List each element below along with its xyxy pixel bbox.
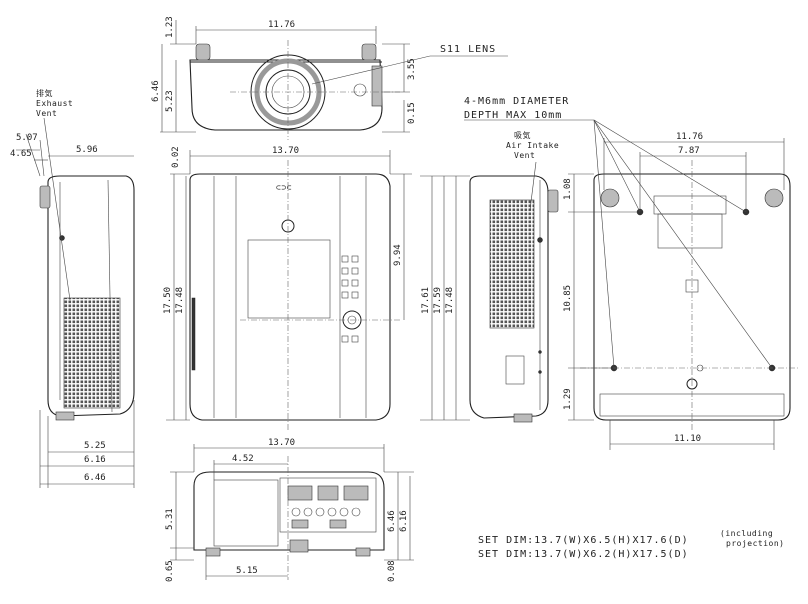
dim-rear-width: 13.70 [268, 438, 295, 448]
dim-bottom-mid: 10.85 [563, 285, 573, 312]
note-setdim-1-b: projection) [726, 539, 784, 548]
dim-left-c: 5.96 [76, 145, 98, 155]
label-holes-line2: DEPTH MAX 10mm [464, 110, 562, 121]
dim-top-lens-r1: 3.55 [407, 58, 417, 80]
note-setdim-1-a: (including [720, 529, 773, 538]
dim-top-h-body: 5.23 [165, 90, 175, 112]
label-exhaust-jp: 排気 [36, 88, 53, 98]
dim-front-width: 13.70 [272, 146, 299, 156]
dim-bottom-low: 1.29 [563, 388, 573, 410]
dim-top-width: 11.76 [268, 20, 295, 30]
label-intake-jp: 吸気 [514, 130, 531, 140]
label-intake-vent: Vent [514, 151, 535, 160]
dim-rear-small: 0.08 [387, 560, 397, 582]
dim-rear-h1: 5.31 [165, 508, 175, 530]
label-lens: S11 LENS [440, 44, 496, 55]
top-view: 11.76 1.23 6.46 5.23 3.55 0.15 S11 LENS [151, 16, 508, 140]
dim-bottom-holes: 7.87 [678, 146, 700, 156]
label-holes-line1: 4-M6mm DIAMETER [464, 96, 569, 107]
label-exhaust-vent: Vent [36, 109, 57, 118]
dim-side-d1: 17.61 [421, 287, 431, 314]
dim-bottom-top: 1.08 [563, 178, 573, 200]
dim-top-h-total: 6.46 [151, 80, 161, 102]
left-side-view: 排気 Exhaust Vent 5.07 4.65 5.96 5.25 6.16… [10, 88, 135, 488]
dim-rear-foot: 0.65 [165, 560, 175, 582]
dim-rear-left: 4.52 [232, 454, 254, 464]
dim-rear-bottom: 5.15 [236, 566, 258, 576]
dim-left-b: 4.65 [10, 149, 32, 159]
dim-front-depth2: 17.48 [175, 287, 185, 314]
dim-front-offset: 0.02 [171, 146, 181, 168]
label-exhaust-en: Exhaust [36, 99, 73, 108]
dim-left-a: 5.07 [16, 133, 38, 143]
dim-rear-h-total: 6.46 [387, 510, 397, 532]
note-setdim-2: SET DIM:13.7(W)X6.2(H)X17.5(D) [478, 549, 689, 560]
dim-top-lens-r2: 0.15 [407, 102, 417, 124]
dim-side-d2: 17.59 [433, 287, 443, 314]
label-intake-en: Air Intake [506, 141, 559, 150]
dim-front-depth1: 17.50 [163, 287, 173, 314]
front-view: ⊂⊃⊂ 13.70 0.02 17.50 17.48 9.94 [163, 146, 412, 430]
dim-left-d: 5.25 [84, 441, 106, 451]
note-setdim-1: SET DIM:13.7(W)X6.5(H)X17.6(D) [478, 535, 689, 546]
dim-top-h-small: 1.23 [165, 16, 175, 38]
right-side-view: 吸気 Air Intake Vent 17.61 17.59 17.48 [420, 130, 559, 423]
rear-view: 13.70 4.52 5.31 0.65 6.46 6.16 0.08 5.15 [165, 438, 414, 582]
dim-side-d3: 17.48 [445, 287, 455, 314]
dim-bottom-width: 11.76 [676, 132, 703, 142]
dim-bottom-base: 11.10 [674, 434, 701, 444]
rear-connectors [287, 485, 369, 529]
set-dimension-notes: SET DIM:13.7(W)X6.5(H)X17.6(D) (includin… [478, 529, 784, 560]
control-buttons [341, 255, 359, 343]
dim-left-f: 6.46 [84, 473, 106, 483]
dim-left-e: 6.16 [84, 455, 106, 465]
dim-front-mid: 9.94 [393, 244, 403, 266]
svg-text:⊂⊃⊂: ⊂⊃⊂ [276, 183, 292, 192]
bottom-view: 11.76 7.87 1.08 10.85 1.29 11.10 4-M6mm … [464, 96, 800, 450]
dim-rear-h2: 6.16 [399, 510, 409, 532]
